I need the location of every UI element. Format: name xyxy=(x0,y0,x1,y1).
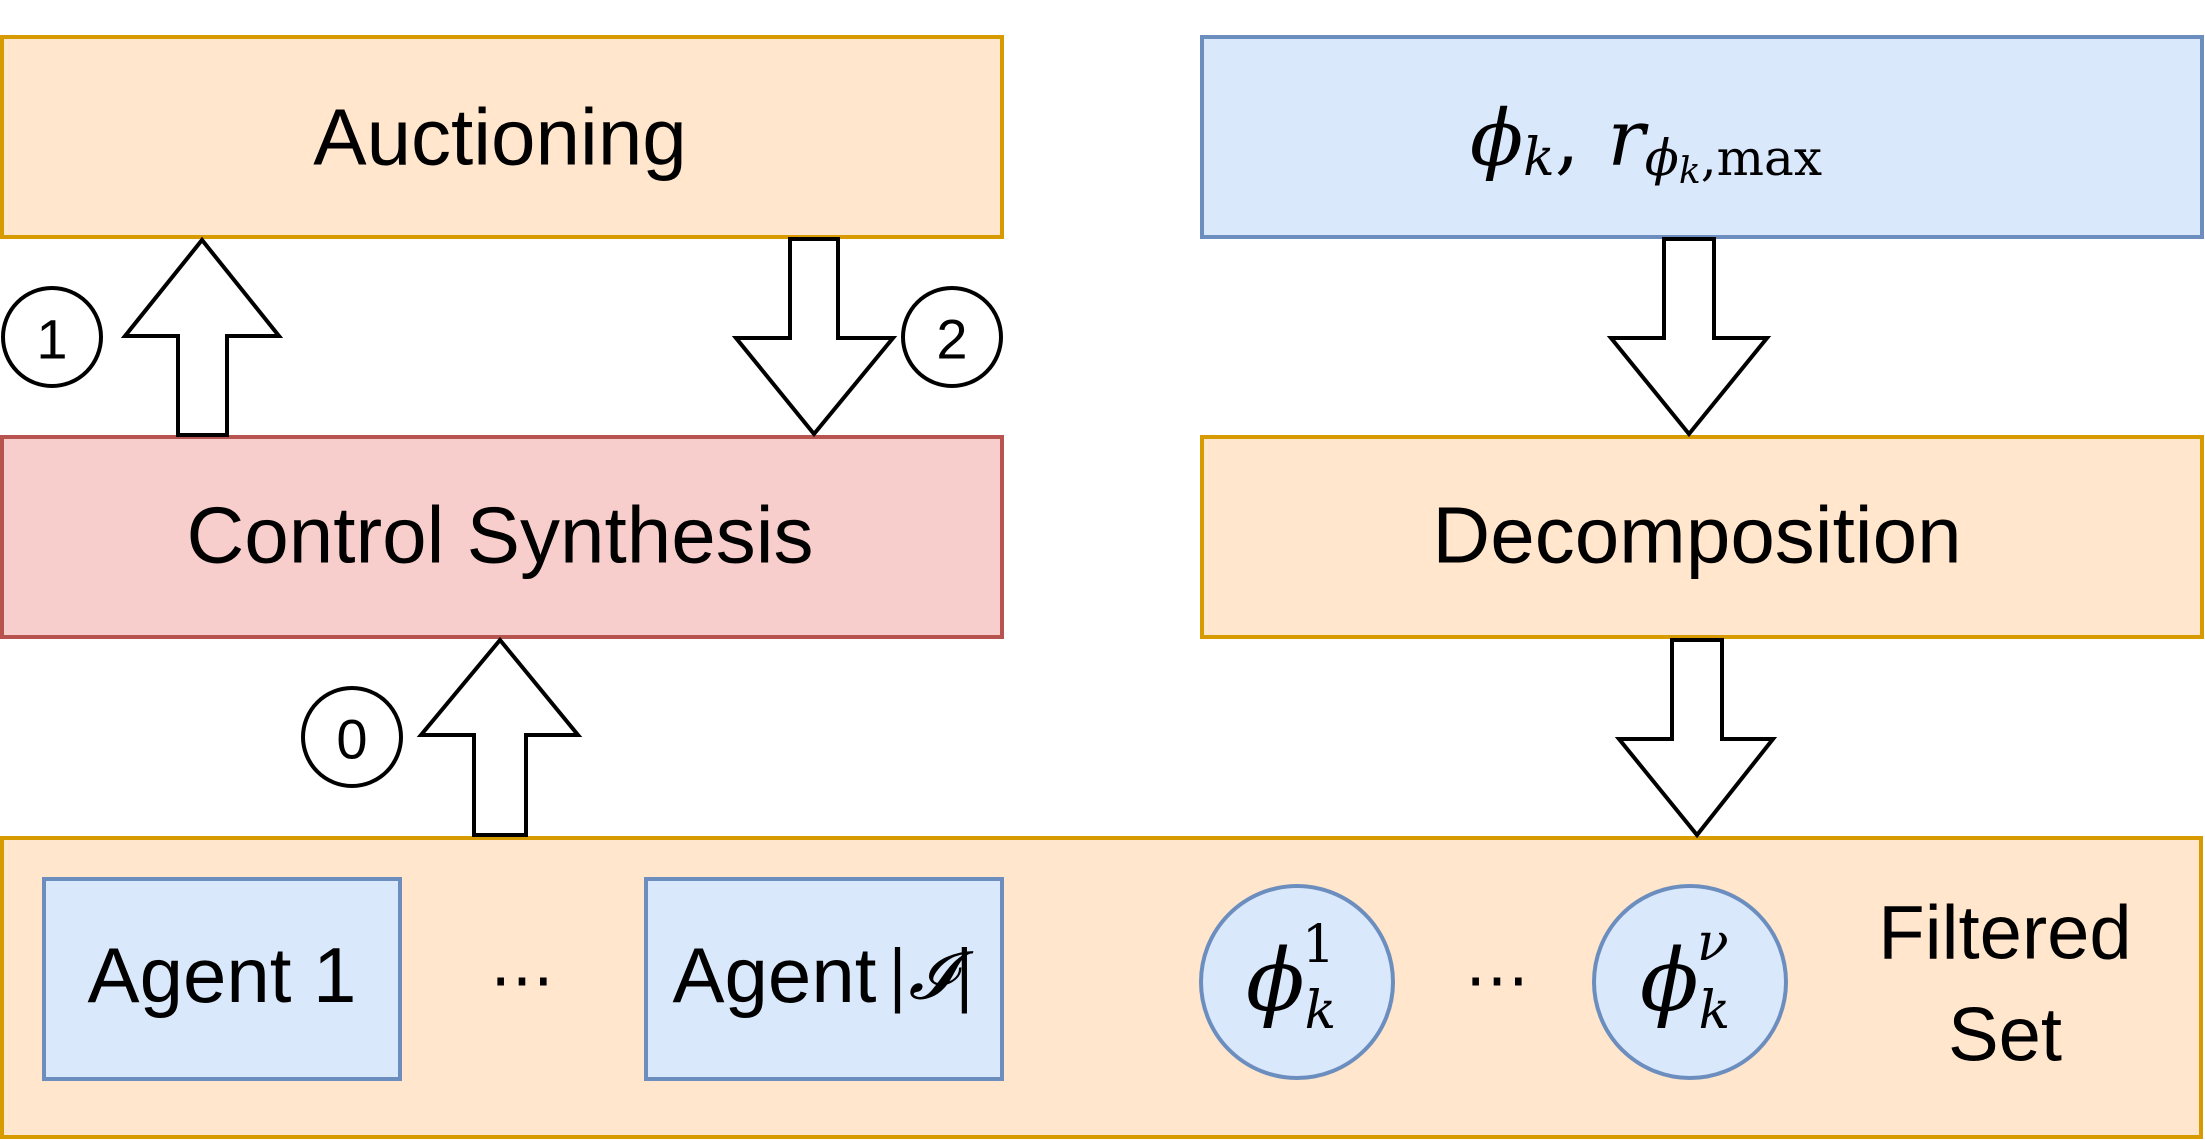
subtask-last-formula: ϕk xyxy=(1640,931,1730,1041)
decomposition-label: Decomposition xyxy=(1432,491,1961,580)
subtasks-ellipsis: ⋯ xyxy=(1465,943,1529,1017)
agent-n-box: Agent|𝓘| xyxy=(644,877,1004,1081)
agents-ellipsis: ⋯ xyxy=(490,943,554,1017)
step-marker-1: 1 xyxy=(1,286,103,388)
agent-1-box: Agent 1 xyxy=(42,877,402,1081)
step-marker-0: 0 xyxy=(301,686,403,788)
subtask-last: ϕk ν xyxy=(1592,884,1788,1080)
arrow-decomposition-to-filtered-set xyxy=(1614,638,1778,839)
filtered-set-label: Filtered Set xyxy=(1878,891,2131,1078)
agent-n-label: Agent|𝓘| xyxy=(673,931,976,1019)
subtask-last-superscript: ν xyxy=(1697,913,1729,973)
auctioning-label: Auctioning xyxy=(313,93,687,182)
arrow-step1-up xyxy=(120,236,284,437)
svg-text:2: 2 xyxy=(936,308,967,371)
subtask-first: ϕk 1 xyxy=(1199,884,1395,1080)
svg-text:0: 0 xyxy=(336,708,367,771)
specification-formula: ϕk,rϕk,max xyxy=(1470,94,1822,192)
subtask-first-formula: ϕk xyxy=(1246,931,1336,1041)
svg-text:1: 1 xyxy=(36,308,67,371)
auctioning-box: Auctioning xyxy=(0,35,1004,239)
control-synthesis-label: Control Synthesis xyxy=(187,491,814,580)
specification-box: ϕk,rϕk,max xyxy=(1200,35,2204,239)
step-marker-2: 2 xyxy=(901,286,1003,388)
agent-1-label: Agent 1 xyxy=(88,931,357,1019)
control-synthesis-box: Control Synthesis xyxy=(0,435,1004,639)
svg-text:Set: Set xyxy=(1948,993,2062,1078)
arrow-step2-down xyxy=(731,237,898,438)
subtask-first-superscript: 1 xyxy=(1302,915,1335,975)
decomposition-box: Decomposition xyxy=(1200,435,2204,639)
arrow-spec-to-decomposition xyxy=(1606,237,1772,438)
svg-text:Filtered: Filtered xyxy=(1878,891,2131,976)
arrow-step0-up xyxy=(416,636,583,837)
